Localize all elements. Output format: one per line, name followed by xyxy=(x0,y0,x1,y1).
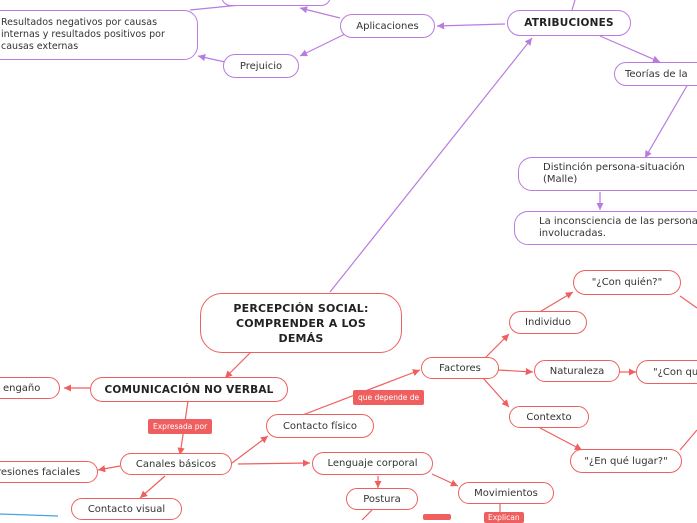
node-postura-label: Postura xyxy=(363,493,401,505)
node-lenguaje-corporal[interactable]: Lenguaje corporal xyxy=(312,452,433,475)
node-expresiones-label: resiones faciales xyxy=(0,466,81,478)
node-con-que-label: "¿Con qu xyxy=(653,366,697,378)
node-individuo[interactable]: Individuo xyxy=(509,311,587,334)
node-distincion-label: Distinción persona-situación (Malle) xyxy=(543,162,685,185)
node-resultados[interactable]: Resultados negativos por causas internas… xyxy=(0,10,198,60)
node-factores[interactable]: Factores xyxy=(421,357,499,379)
node-aplicaciones-label: Aplicaciones xyxy=(356,20,419,32)
node-en-que-lugar[interactable]: "¿En qué lugar?" xyxy=(570,449,682,473)
node-teorias-label: Teorías de la xyxy=(625,68,688,80)
node-contacto-visual[interactable]: Contacto visual xyxy=(71,498,182,520)
node-con-que[interactable]: "¿Con qu xyxy=(636,360,697,384)
node-con-quien[interactable]: "¿Con quién?" xyxy=(573,270,681,295)
node-engano-label: l engaño xyxy=(0,382,41,394)
node-movimientos[interactable]: Movimientos xyxy=(458,482,554,504)
node-contacto-fisico-label: Contacto físico xyxy=(282,420,358,432)
node-engano[interactable]: l engaño xyxy=(0,377,60,399)
node-atribuciones-label: ATRIBUCIONES xyxy=(524,17,614,29)
node-comunicacion-no-verbal[interactable]: COMUNICACIÓN NO VERBAL xyxy=(90,377,288,402)
node-distincion[interactable]: Distinción persona-situación (Malle) xyxy=(518,157,697,191)
node-prejuicio[interactable]: Prejuicio xyxy=(223,54,299,78)
node-contexto-label: Contexto xyxy=(526,411,572,423)
node-inconsciencia-label: La inconsciencia de las personas involuc… xyxy=(539,216,697,239)
tag-que-depende-de-label: que depende de xyxy=(358,393,420,402)
node-resultados-label: Resultados negativos por causas internas… xyxy=(1,17,165,52)
node-canales-label: Canales básicos xyxy=(135,458,217,470)
tag-explican-label: Explican xyxy=(488,513,520,522)
node-comunicacion-label: COMUNICACIÓN NO VERBAL xyxy=(104,383,274,396)
node-canales-basicos[interactable]: Canales básicos xyxy=(120,453,232,475)
tag-explican: Explican xyxy=(484,512,524,523)
node-percepcion-label: PERCEPCIÓN SOCIAL: COMPRENDER A LOS DEMÁ… xyxy=(233,301,369,345)
node-naturaleza[interactable]: Naturaleza xyxy=(534,360,620,382)
tag-que-depende-de: que depende de xyxy=(353,390,425,405)
node-postura[interactable]: Postura xyxy=(346,488,418,510)
node-percepcion-social[interactable]: PERCEPCIÓN SOCIAL: COMPRENDER A LOS DEMÁ… xyxy=(200,293,402,353)
node-prejuicio-label: Prejuicio xyxy=(239,60,283,72)
tag-partial xyxy=(423,514,451,520)
node-naturaleza-label: Naturaleza xyxy=(549,365,605,377)
node-inconsciencia[interactable]: La inconsciencia de las personas involuc… xyxy=(514,211,697,245)
node-movimientos-label: Movimientos xyxy=(474,487,538,499)
node-en-que-lugar-label: "¿En qué lugar?" xyxy=(584,455,668,467)
node-contacto-fisico[interactable]: Contacto físico xyxy=(266,414,374,438)
node-factores-label: Factores xyxy=(439,362,481,374)
node-aplicaciones[interactable]: Aplicaciones xyxy=(340,14,435,38)
tag-expresada-por-label: Expresada por xyxy=(153,422,208,431)
node-teorias[interactable]: Teorías de la xyxy=(614,62,697,86)
node-lenguaje-label: Lenguaje corporal xyxy=(327,458,418,469)
tag-expresada-por: Expresada por xyxy=(148,419,213,434)
node-contexto[interactable]: Contexto xyxy=(509,406,589,428)
node-con-quien-label: "¿Con quién?" xyxy=(591,277,663,288)
node-atribuciones[interactable]: ATRIBUCIONES xyxy=(507,10,631,36)
node-expresiones-faciales[interactable]: resiones faciales xyxy=(0,461,98,483)
node-contacto-visual-label: Contacto visual xyxy=(87,503,166,515)
node-top-partial[interactable] xyxy=(221,0,331,6)
node-individuo-label: Individuo xyxy=(525,317,571,328)
